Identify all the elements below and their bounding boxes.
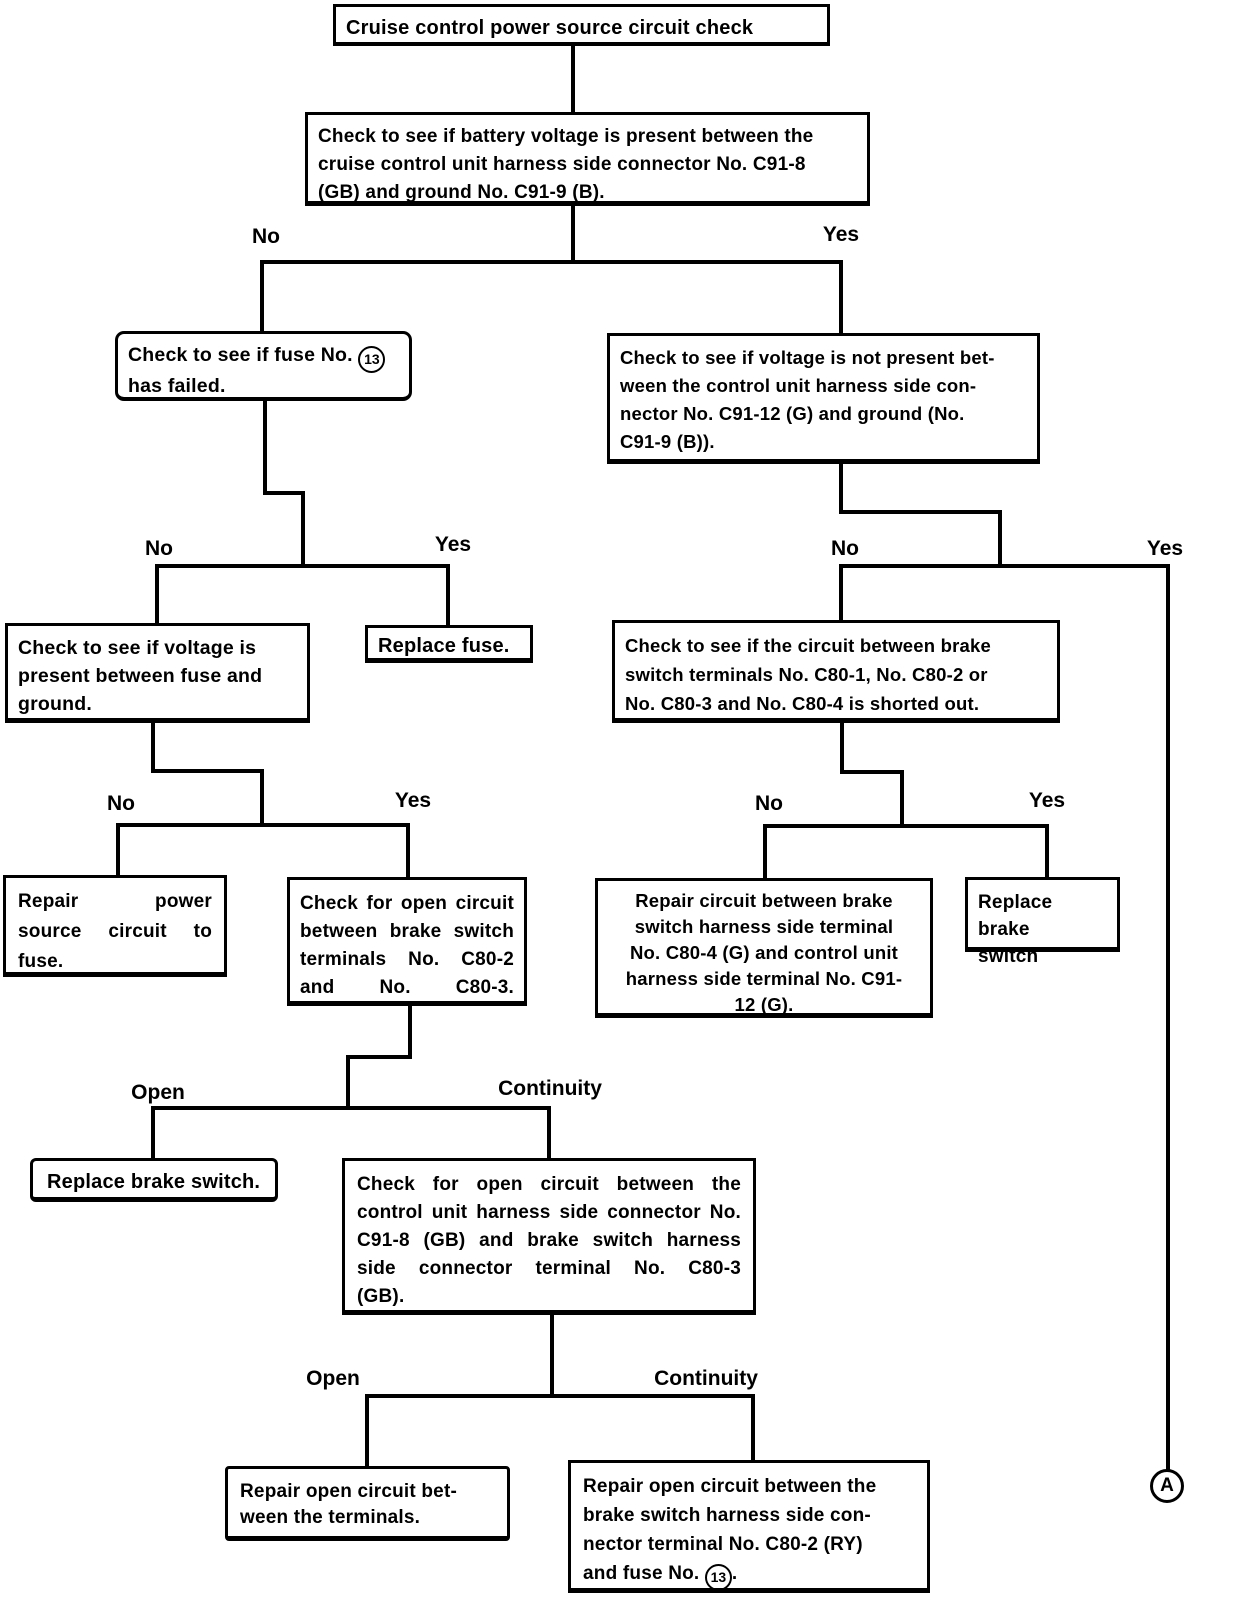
flow-node-replace-brake-switch-left: Replace brake switch. [30,1158,278,1202]
flow-node-replace-fuse: Replace fuse. [365,625,533,663]
flow-node-check-open-brake-terminals: Check for open circuit between brake swi… [287,877,527,1006]
edge-label-continuity: Continuity [652,1367,760,1390]
flow-node-check-battery-voltage: Check to see if battery voltage is prese… [305,112,870,206]
flow-node-start: Cruise control power source circuit chec… [333,4,830,46]
flow-node-repair-power-source: Repair power source circuit to fuse. [3,875,227,977]
edge-label-open: Open [304,1367,362,1390]
flow-node-check-voltage-fuse-ground: Check to see if voltage is present betwe… [5,623,310,723]
flow-node-repair-brake-to-control: Repair circuit between brake switch harn… [595,878,933,1018]
edge-label-yes: Yes [1144,537,1186,560]
edge-label-no: No [753,792,785,815]
edge-label-open: Open [129,1081,187,1104]
flow-node-check-fuse-failed: Check to see if fuse No. 13 has failed. [115,331,412,401]
flow-node-check-brake-circuit-shorted: Check to see if the circuit between brak… [612,620,1060,723]
off-page-connector-a: A [1150,1469,1184,1503]
edge-label-no: No [250,225,282,248]
edge-label-continuity: Continuity [496,1077,604,1100]
circled-13: 13 [704,1564,732,1591]
flow-node-replace-brake-switch-right: Replace brake switch [965,877,1120,967]
edge-label-yes: Yes [1026,789,1068,812]
circled-13: 13 [358,346,386,373]
edge-label-yes: Yes [432,533,474,556]
edge-label-no: No [105,792,137,815]
edge-label-no: No [829,537,861,560]
edge-label-yes: Yes [392,789,434,812]
flow-node-check-voltage-not-present: Check to see if voltage is not present b… [607,333,1040,464]
flow-node-repair-open-terminals: Repair open circuit bet- ween the termin… [225,1466,510,1541]
edge-label-yes: Yes [820,223,862,246]
flow-node-check-open-control-brake: Check for open circuit between the contr… [342,1158,756,1315]
edge-label-no: No [143,537,175,560]
flow-node-repair-open-brake-fuse: Repair open circuit between the brake sw… [568,1460,930,1593]
